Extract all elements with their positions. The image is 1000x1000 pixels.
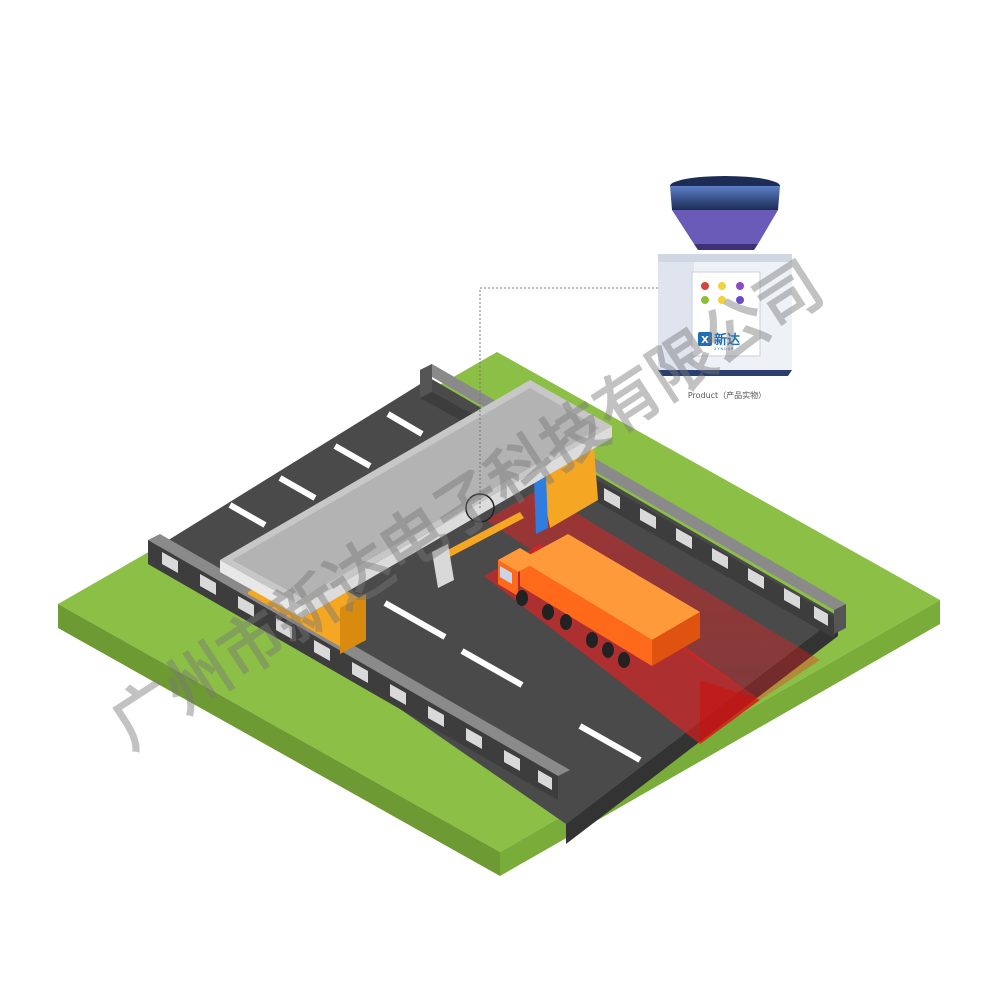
device-light: [718, 282, 726, 290]
barrier-arm: [432, 512, 524, 588]
toll-canopy: [220, 380, 612, 618]
truck: [498, 534, 700, 668]
logo-sub-text: XYNDAR: [714, 347, 735, 351]
callout-line: [465, 287, 660, 523]
device-light: [701, 296, 709, 304]
lane-markings: [228, 411, 642, 763]
lidar-device: X 新达 XYNDAR: [658, 176, 792, 376]
device-light: [701, 282, 709, 290]
device-light: [736, 296, 744, 304]
logo-cn-text: 新达: [714, 332, 740, 348]
product-caption: Product（产品实物）: [688, 390, 766, 400]
brand-logo: X 新达 XYNDAR: [698, 332, 740, 351]
device-light: [718, 296, 726, 304]
device-light: [736, 282, 744, 290]
svg-text:X: X: [701, 335, 709, 346]
